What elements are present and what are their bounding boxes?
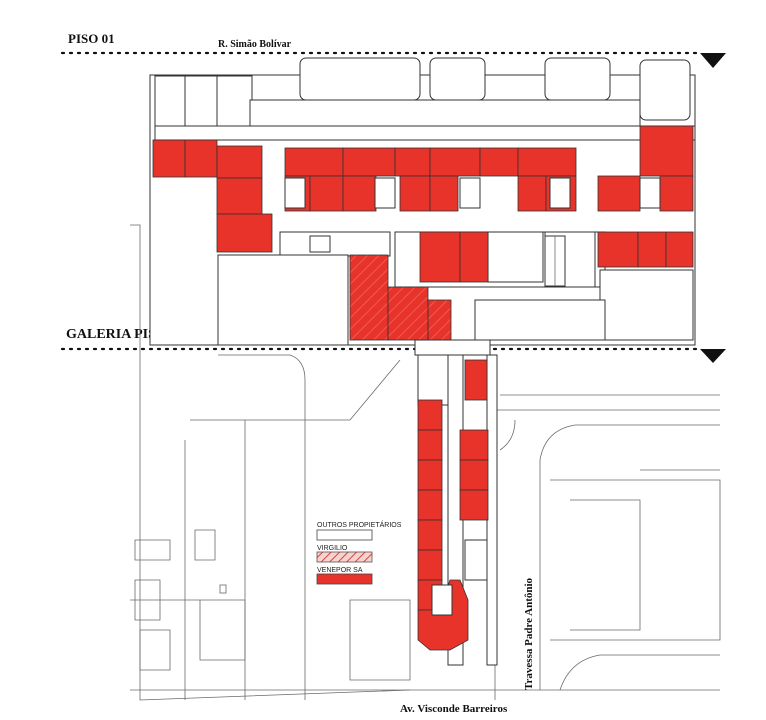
floor-title: PISO 01: [68, 31, 115, 46]
street-label-right: Travessa Padre Antônio: [523, 577, 535, 690]
venepor-units-gallery-right: [459, 359, 489, 581]
legend-label-venepor: VENEPOR SA: [317, 567, 363, 574]
arrow-down-icon: [700, 349, 726, 363]
venepor-units-gallery-left: [417, 399, 469, 651]
stairs-group: [284, 177, 661, 287]
legend-label-outros: OUTROS PROPIETÁRIOS: [317, 520, 402, 529]
street-label-bottom: Av. Visconde Barreiros: [400, 703, 508, 715]
legend-label-virgilio: VIRGILIO: [317, 545, 348, 552]
venepor-units-dim: [349, 254, 452, 341]
legend-swatch-outros: [316, 529, 373, 541]
legend-swatch-venepor: [316, 573, 373, 585]
street-label-top: R. Simão Bolívar: [218, 39, 292, 50]
legend-swatch-virgilio: [316, 551, 373, 563]
legend: OUTROS PROPIETÁRIOS VIRGILIO VENEPOR SA: [316, 520, 402, 585]
arrow-down-icon: [700, 53, 726, 68]
